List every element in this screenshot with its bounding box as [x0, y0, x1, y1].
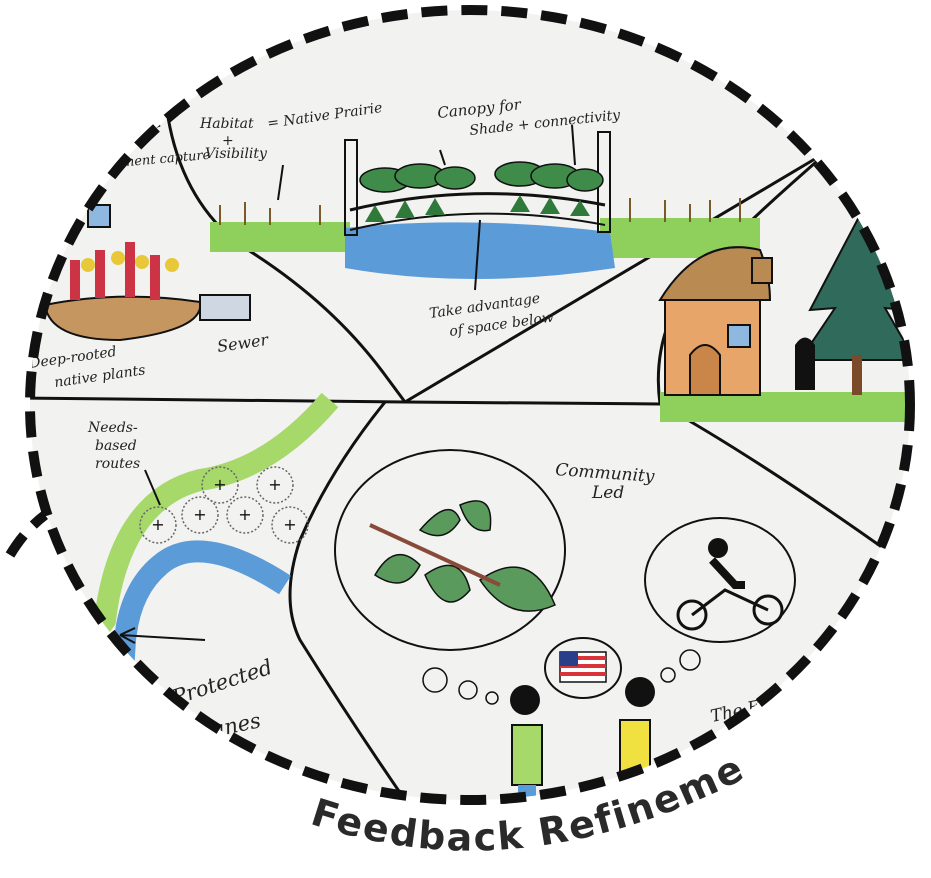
svg-text:+: + — [238, 505, 251, 524]
led-label: Led — [591, 483, 624, 503]
community-scene — [334, 449, 796, 800]
routes-label: routes — [95, 456, 140, 472]
left-dashed-arc — [5, 511, 49, 558]
svg-text:+: + — [283, 515, 296, 534]
svg-text:+: + — [213, 475, 226, 494]
needs-label: Needs- — [87, 420, 138, 436]
based-label: based — [95, 438, 137, 454]
bridge-scene — [210, 124, 760, 291]
svg-text:+: + — [151, 515, 164, 534]
routes-scene: + + + + + + — [81, 392, 339, 721]
bridge-pillar-left — [344, 139, 358, 236]
leaf-thought-bubble — [334, 449, 566, 651]
planter-scene — [43, 204, 251, 342]
person-left — [510, 685, 543, 800]
svg-text:+: + — [268, 475, 281, 494]
habitat-plus: + — [222, 133, 234, 149]
person-silhouette — [795, 337, 815, 390]
bike-thought-bubble — [644, 517, 796, 643]
visibility-label: Visibility — [205, 146, 268, 162]
house-scene — [658, 212, 910, 422]
dashed-circle-border — [25, 5, 915, 805]
sewer-pipe — [199, 294, 251, 321]
habitat-label: Habitat — [199, 116, 254, 132]
svg-text:+: + — [193, 505, 206, 524]
